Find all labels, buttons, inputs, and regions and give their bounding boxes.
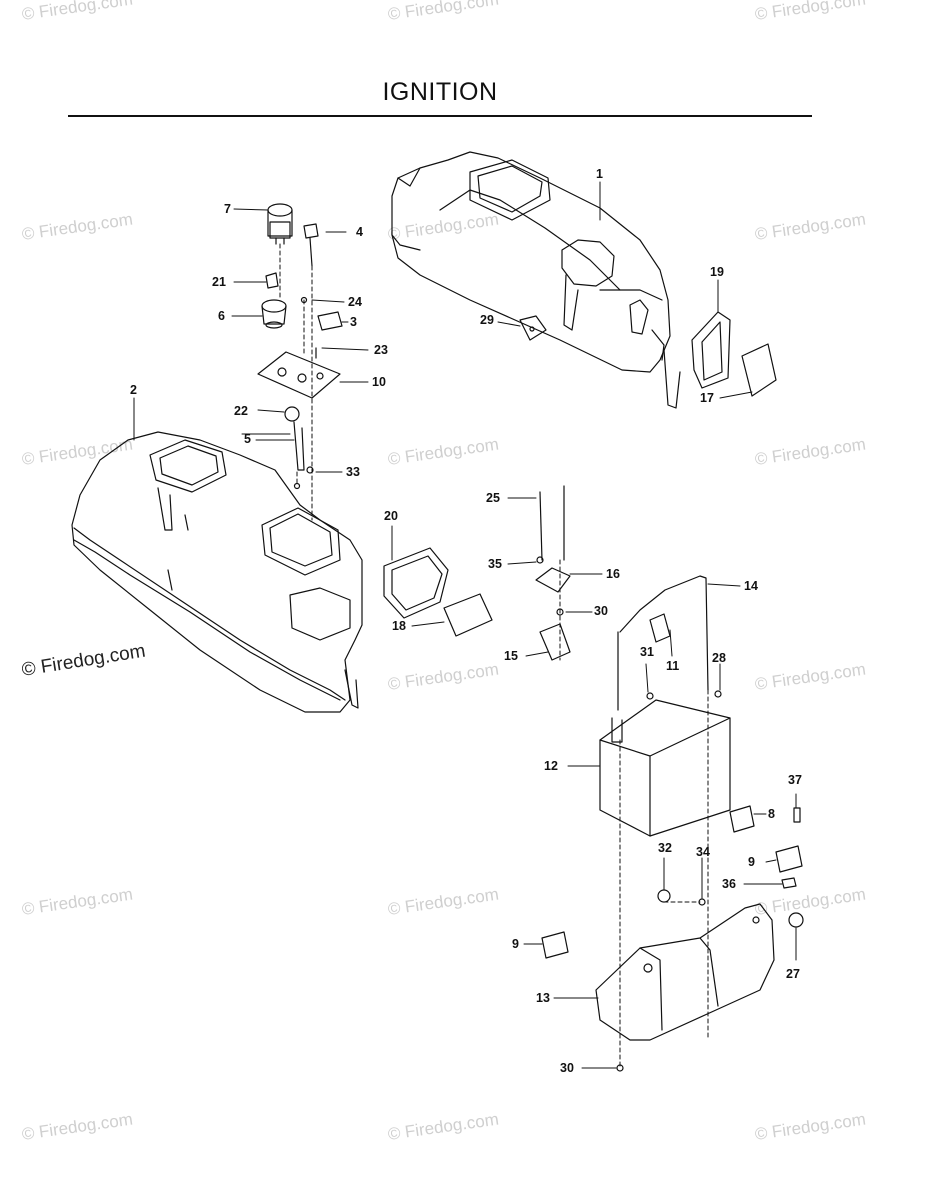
callout-27: 27 <box>786 967 800 981</box>
callout-37: 37 <box>788 773 802 787</box>
part-19-bezel <box>691 311 731 389</box>
part-13-tray <box>595 903 775 1041</box>
part-22-knob <box>284 406 300 422</box>
part-17-cover <box>741 343 777 397</box>
part-20-bezel <box>383 547 449 619</box>
part-4-key <box>303 223 319 267</box>
part-33b <box>293 482 301 490</box>
part-16-bracket <box>535 567 571 593</box>
callout-3: 3 <box>350 315 357 329</box>
callout-29: 29 <box>480 313 494 327</box>
page-title: IGNITION <box>382 78 498 106</box>
callout-9-left: 9 <box>512 937 519 951</box>
callout-5: 5 <box>244 432 251 446</box>
callout-25: 25 <box>486 491 500 505</box>
callout-23: 23 <box>374 343 388 357</box>
part-9-connector-right <box>775 845 803 873</box>
callout-16: 16 <box>606 567 620 581</box>
callout-28: 28 <box>712 651 726 665</box>
callout-15: 15 <box>504 649 518 663</box>
callout-13: 13 <box>536 991 550 1005</box>
part-3-switch <box>317 311 343 331</box>
callout-9-right: 9 <box>748 855 755 869</box>
part-35-washer <box>536 556 544 564</box>
part-2-console-bottom <box>71 431 363 713</box>
part-32-grommet <box>657 889 671 903</box>
callout-12: 12 <box>544 759 558 773</box>
callout-7: 7 <box>224 202 231 216</box>
callout-17: 17 <box>700 391 714 405</box>
callout-6: 6 <box>218 309 225 323</box>
part-28-bolt <box>714 690 722 698</box>
part-18-cover <box>443 593 493 637</box>
callout-33: 33 <box>346 465 360 479</box>
callout-30-middle: 30 <box>594 604 608 618</box>
part-36-clip <box>781 877 797 889</box>
callout-30-bottom: 30 <box>560 1061 574 1075</box>
callout-18: 18 <box>392 619 406 633</box>
callout-34: 34 <box>696 845 710 859</box>
callout-1: 1 <box>596 167 603 181</box>
part-31-bolt <box>646 692 654 700</box>
part-7-key-switch <box>267 203 293 245</box>
part-27-knob <box>788 912 804 928</box>
callout-2: 2 <box>130 383 137 397</box>
part-25-bolt <box>539 491 543 561</box>
part-11-cap <box>649 613 671 643</box>
part-33-nut <box>306 466 314 474</box>
callout-35: 35 <box>488 557 502 571</box>
callout-4: 4 <box>356 225 363 239</box>
part-8-relay <box>729 805 755 833</box>
callout-21: 21 <box>212 275 226 289</box>
part-10-plate <box>257 351 341 399</box>
callout-19: 19 <box>710 265 724 279</box>
callout-31: 31 <box>640 645 654 659</box>
part-9-connector-left <box>541 931 569 959</box>
callout-11: 11 <box>666 659 680 673</box>
part-21-clip <box>265 272 279 289</box>
callout-20: 20 <box>384 509 398 523</box>
callout-22: 22 <box>234 404 248 418</box>
part-37-fuse <box>793 807 801 823</box>
part-29-bracket <box>519 315 547 341</box>
callout-10: 10 <box>372 375 386 389</box>
callout-14: 14 <box>744 579 758 593</box>
title-rule <box>68 115 812 117</box>
callout-32: 32 <box>658 841 672 855</box>
callout-36: 36 <box>722 877 736 891</box>
part-1-console-top <box>391 151 681 409</box>
callout-24: 24 <box>348 295 362 309</box>
part-15-switch <box>539 623 571 661</box>
part-12-battery <box>599 699 731 837</box>
part-5-lever <box>293 421 305 471</box>
part-14-cable <box>619 575 709 691</box>
part-6-ignition <box>261 299 287 329</box>
callout-8: 8 <box>768 807 775 821</box>
